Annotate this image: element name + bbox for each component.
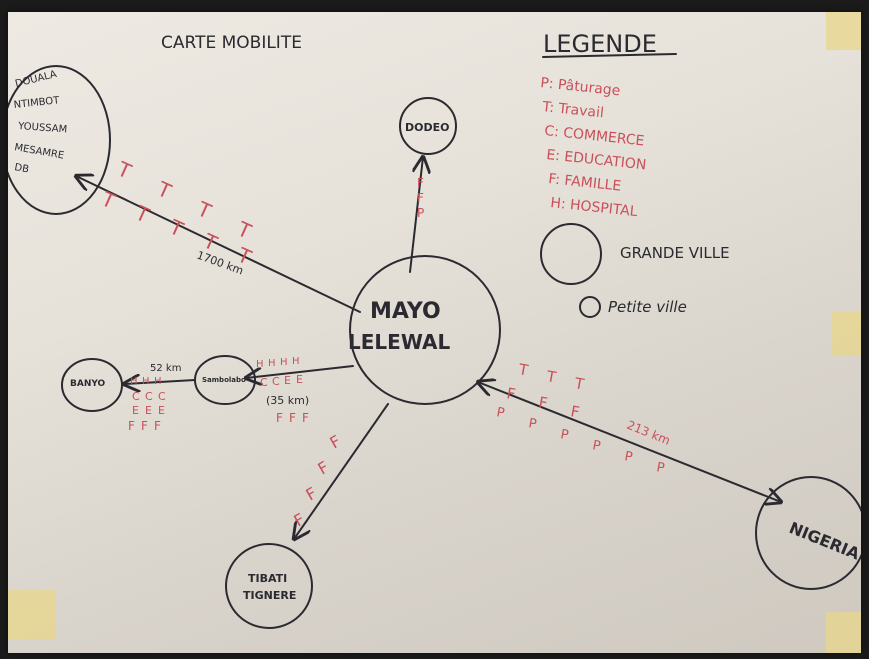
- edge-sambolabo-h-2: H: [268, 358, 276, 369]
- edge-douala-top-letter-4: T: [233, 216, 256, 244]
- edge-dodeo-letter-2: F: [417, 191, 424, 205]
- edge-dodeo-letter-3: P: [417, 206, 424, 220]
- edge-douala-top-letter-1: T: [113, 156, 136, 184]
- node-mayo-label-line2: LELEWAL: [348, 330, 450, 354]
- edge-sambolabo-f-2: F: [289, 411, 296, 425]
- edge-nigeria-t-2: T: [544, 367, 558, 387]
- edge-douala-top-letter-3: T: [193, 196, 216, 224]
- edge-tibati-letter-3: F: [303, 483, 320, 504]
- edge-douala-top-letter-2: T: [153, 176, 176, 204]
- edge-mayo-to-nigeria: [478, 382, 781, 502]
- edge-banyo-h-1: H: [130, 376, 138, 387]
- node-dodeo: [399, 97, 457, 155]
- legend-grande-ville-label: GRANDE VILLE: [620, 244, 730, 262]
- edge-nigeria-f-1: F: [505, 384, 517, 403]
- edge-banyo-e-2: E: [145, 404, 152, 417]
- edge-sambolabo-distance: (35 km): [266, 394, 309, 407]
- edge-nigeria-p-1: P: [495, 405, 505, 421]
- edge-mayo-to-sambolabo: [246, 365, 354, 378]
- edge-dodeo-letter-1: F: [417, 176, 424, 190]
- edge-tibati-letter-2: F: [315, 457, 332, 478]
- legend-petite-ville-label: Petite ville: [608, 298, 687, 316]
- edge-sambolabo-ce-3: E: [284, 374, 291, 387]
- edge-nigeria-t-3: T: [572, 374, 586, 394]
- edge-nigeria-p-6: P: [655, 460, 665, 476]
- node-tibati-label-line1: TIBATI: [248, 572, 287, 585]
- node-douala-label-line-5: DB: [13, 162, 29, 175]
- legend-item-f: F: FAMILLE: [548, 171, 622, 195]
- legend-item-e: E: EDUCATION: [546, 147, 647, 173]
- tape-bottom-right: [826, 612, 861, 653]
- node-banyo-label: BANYO: [70, 379, 106, 389]
- edge-nigeria-p-4: P: [591, 438, 601, 454]
- legend-grande-ville-circle: [540, 223, 602, 285]
- edge-sambolabo-f-1: F: [276, 411, 283, 425]
- edge-sambolabo-h-1: H: [256, 359, 264, 370]
- edge-banyo-f-2: F: [141, 419, 148, 433]
- node-sambolabo-label: Sambolabo: [202, 376, 246, 384]
- edge-banyo-f-1: F: [128, 419, 135, 433]
- node-tibati-label-line2: TIGNERE: [243, 589, 296, 602]
- tape-right: [832, 312, 861, 356]
- node-douala-label-line-3: YOUSSAM: [17, 121, 68, 135]
- edge-sambolabo-f-3: F: [302, 411, 309, 425]
- edge-banyo-e-3: E: [158, 404, 165, 417]
- edge-nigeria-p-2: P: [527, 416, 537, 432]
- edge-banyo-h-3: H: [154, 376, 162, 387]
- legend-heading-underline: [542, 53, 677, 58]
- edge-sambolabo-to-banyo: [124, 380, 196, 384]
- node-sambolabo: [194, 355, 256, 405]
- legend-item-c: C: COMMERCE: [544, 123, 646, 149]
- edge-sambolabo-h-3: H: [280, 357, 288, 368]
- edge-banyo-e-1: E: [132, 404, 139, 417]
- legend-item-t: T: Travail: [541, 99, 605, 121]
- tape-top-right: [826, 12, 861, 50]
- node-douala-label-line-4: MESAMRE: [13, 142, 64, 162]
- edge-mayo-to-tibati: [294, 403, 389, 539]
- node-nigeria: [755, 476, 861, 590]
- edge-banyo-c-2: C: [145, 390, 153, 403]
- edge-banyo-f-3: F: [154, 419, 161, 433]
- node-mayo-lelewal: [349, 255, 501, 405]
- legend-item-h: H: HOSPITAL: [550, 195, 639, 220]
- map-title: CARTE MOBILITE: [161, 33, 302, 53]
- node-nigeria-label: NIGERIA: [787, 518, 861, 564]
- edge-sambolabo-h-4: H: [292, 356, 300, 367]
- edge-nigeria-t-1: T: [516, 360, 530, 380]
- edge-tibati-letter-4: F: [291, 509, 308, 530]
- node-mayo-label-line1: MAYO: [370, 299, 441, 324]
- edge-tibati-letter-1: F: [327, 431, 344, 452]
- edge-mayo-to-dodeo: [409, 157, 423, 273]
- node-douala: [8, 65, 111, 215]
- edge-nigeria-f-2: F: [537, 393, 549, 412]
- legend-item-p: P: Pâturage: [540, 75, 621, 99]
- legend-petite-ville-circle: [579, 296, 601, 318]
- tape-bottom-left: [8, 590, 56, 640]
- edge-banyo-c-3: C: [158, 390, 166, 403]
- edge-nigeria-f-3: F: [569, 402, 581, 421]
- edge-nigeria-p-3: P: [559, 427, 569, 443]
- node-dodeo-label: DODEO: [405, 121, 449, 134]
- edge-mayo-to-douala: [76, 176, 361, 313]
- edge-banyo-h-2: H: [142, 376, 150, 387]
- edge-sambolabo-ce-1: C: [260, 376, 268, 389]
- node-tibati-tignere: [225, 543, 313, 629]
- edge-sambolabo-ce-4: E: [296, 373, 303, 386]
- edge-banyo-c-1: C: [132, 390, 140, 403]
- node-banyo: [61, 358, 123, 412]
- legend-heading: LEGENDE: [543, 30, 657, 58]
- node-douala-label-line-2: NTIMBOT: [13, 95, 61, 111]
- edge-nigeria-p-5: P: [623, 449, 633, 465]
- edge-sambolabo-ce-2: C: [272, 375, 280, 388]
- edge-douala-bottom-letter-1: T: [97, 186, 120, 214]
- edge-banyo-distance: 52 km: [150, 363, 181, 374]
